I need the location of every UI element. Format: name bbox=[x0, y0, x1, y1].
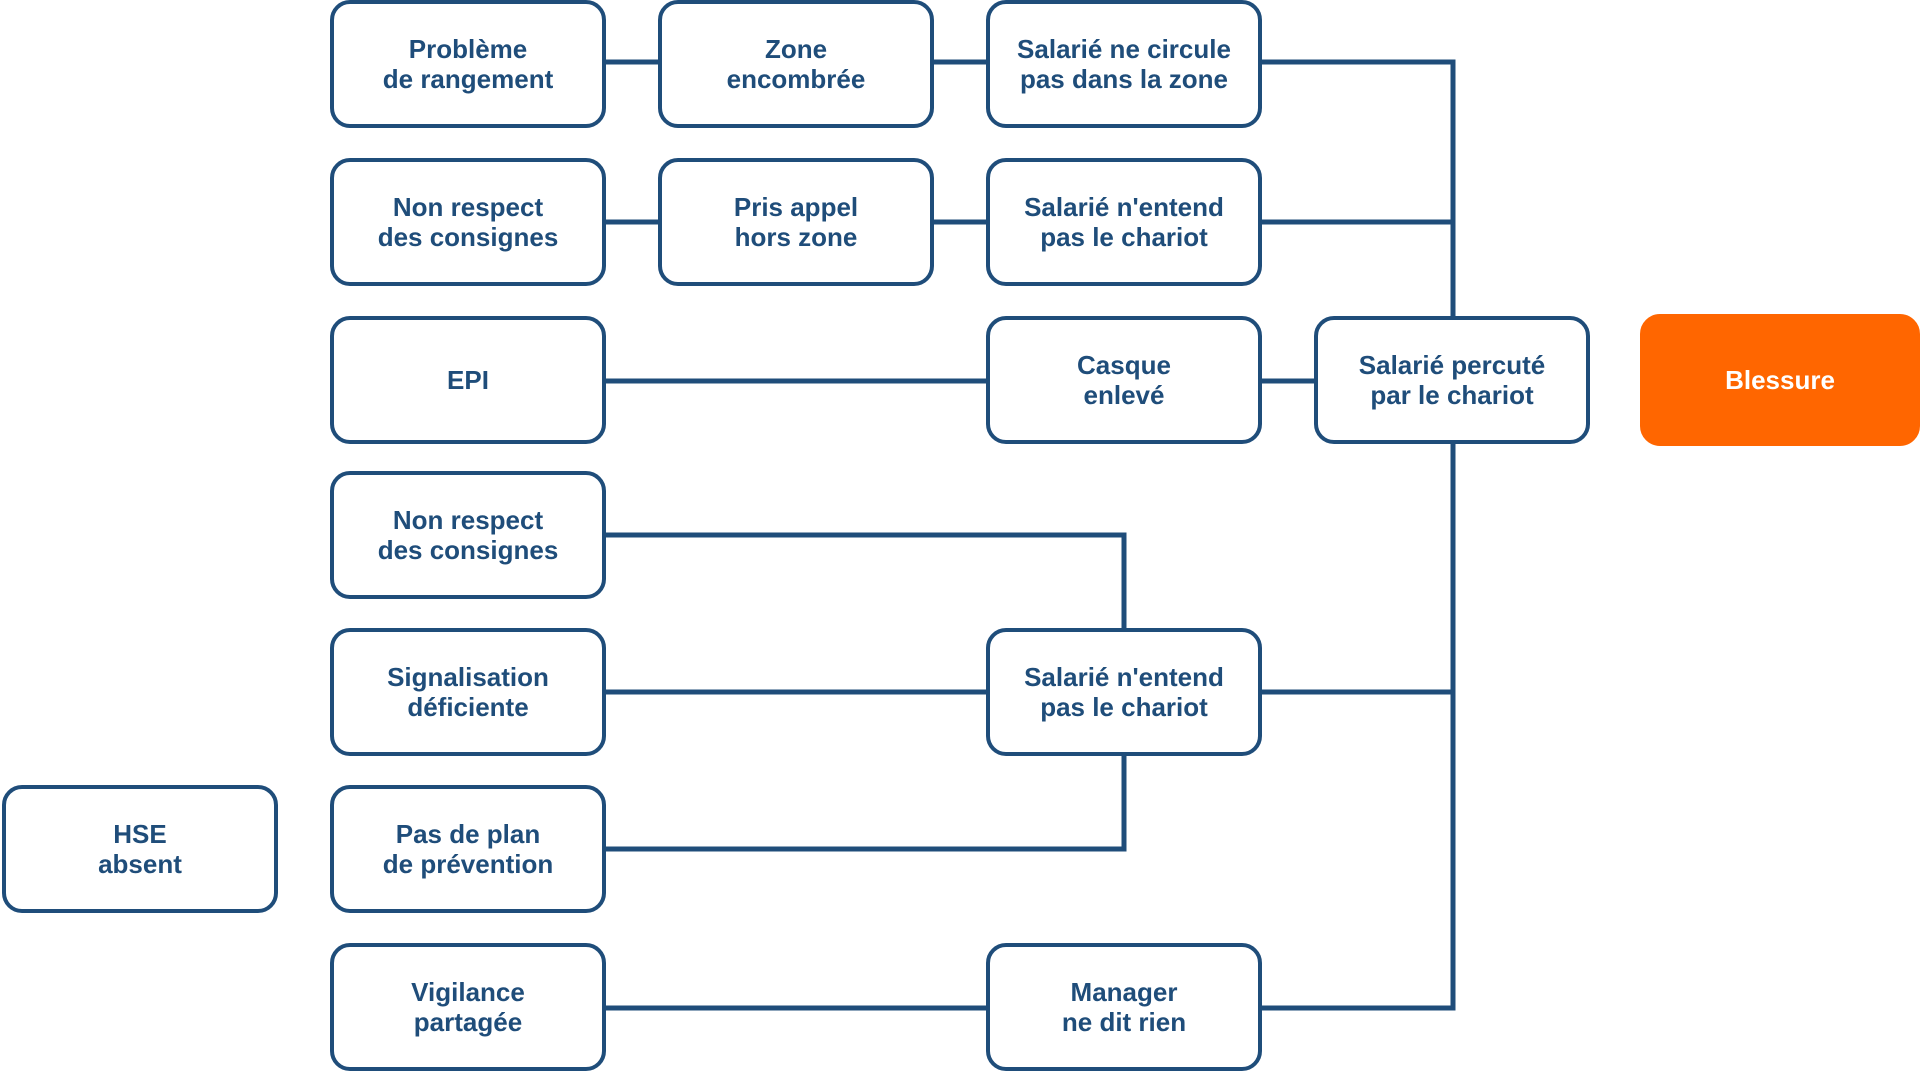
node-signalisation: Signalisation déficiente bbox=[330, 628, 606, 756]
node-epi: EPI bbox=[330, 316, 606, 444]
node-salarie-percute: Salarié percuté par le chariot bbox=[1314, 316, 1590, 444]
node-salarie-entend-2: Salarié n'entend pas le chariot bbox=[986, 628, 1262, 756]
node-manager: Manager ne dit rien bbox=[986, 943, 1262, 1071]
node-hse-absent: HSE absent bbox=[2, 785, 278, 913]
node-blessure: Blessure bbox=[1640, 314, 1920, 446]
node-vigilance: Vigilance partagée bbox=[330, 943, 606, 1071]
node-salarie-entend-1: Salarié n'entend pas le chariot bbox=[986, 158, 1262, 286]
node-probleme-rangement: Problème de rangement bbox=[330, 0, 606, 128]
node-zone-encombree: Zone encombrée bbox=[658, 0, 934, 128]
node-non-respect-consignes-1: Non respect des consignes bbox=[330, 158, 606, 286]
node-casque-enleve: Casque enlevé bbox=[986, 316, 1262, 444]
node-non-respect-consignes-2: Non respect des consignes bbox=[330, 471, 606, 599]
node-salarie-circule: Salarié ne circule pas dans la zone bbox=[986, 0, 1262, 128]
node-pas-de-plan: Pas de plan de prévention bbox=[330, 785, 606, 913]
node-pris-appel: Pris appel hors zone bbox=[658, 158, 934, 286]
